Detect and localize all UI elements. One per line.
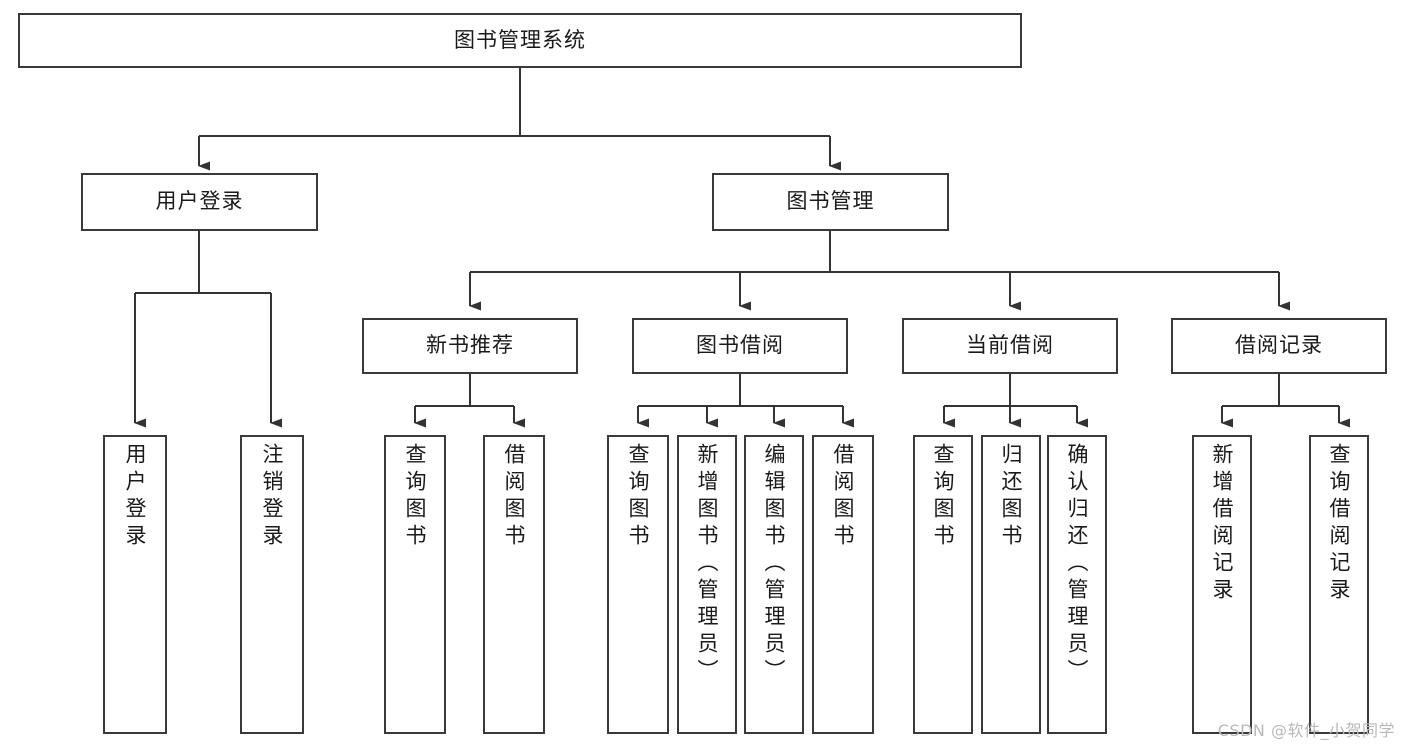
node-label: 归还图书	[999, 443, 1024, 551]
node-label: 用户登录	[123, 443, 148, 551]
node-label: 确认归还（管理员）	[1065, 443, 1090, 686]
node-new-book-recommend[interactable]: 新书推荐	[362, 318, 578, 374]
node-label: 借阅图书	[831, 443, 856, 551]
leaf-query-borrow-record[interactable]: 查询借阅记录	[1309, 435, 1369, 734]
node-book-borrow[interactable]: 图书借阅	[632, 318, 848, 374]
node-user-login[interactable]: 用户登录	[81, 173, 318, 231]
leaf-return-book[interactable]: 归还图书	[981, 435, 1041, 734]
node-label: 注销登录	[260, 443, 285, 551]
node-label: 借阅图书	[502, 443, 527, 551]
node-label: 新增借阅记录	[1210, 443, 1235, 605]
leaf-add-borrow-record[interactable]: 新增借阅记录	[1192, 435, 1252, 734]
node-label: 编辑图书（管理员）	[762, 443, 787, 686]
node-book-management[interactable]: 图书管理	[712, 173, 949, 231]
leaf-add-book-admin[interactable]: 新增图书（管理员）	[677, 435, 737, 734]
leaf-user-login[interactable]: 用户登录	[103, 435, 167, 734]
node-label: 借阅记录	[1235, 333, 1323, 358]
leaf-confirm-return-admin[interactable]: 确认归还（管理员）	[1047, 435, 1107, 734]
node-current-borrow[interactable]: 当前借阅	[902, 318, 1118, 374]
node-borrow-record[interactable]: 借阅记录	[1171, 318, 1387, 374]
node-label: 查询图书	[403, 443, 428, 551]
node-root-book-management-system[interactable]: 图书管理系统	[18, 13, 1022, 68]
csdn-watermark: CSDN @软件_小贺同学	[1217, 721, 1395, 740]
node-label: 图书借阅	[696, 333, 784, 358]
leaf-query-book-borrow[interactable]: 查询图书	[607, 435, 669, 734]
leaf-borrow-book-recommend[interactable]: 借阅图书	[483, 435, 545, 734]
node-label: 查询借阅记录	[1327, 443, 1352, 605]
node-label: 用户登录	[155, 189, 244, 214]
node-label: 当前借阅	[966, 333, 1054, 358]
node-label: 新增图书（管理员）	[695, 443, 720, 686]
leaf-logout-login[interactable]: 注销登录	[240, 435, 304, 734]
leaf-query-book-current[interactable]: 查询图书	[913, 435, 973, 734]
leaf-borrow-book[interactable]: 借阅图书	[812, 435, 874, 734]
node-label: 查询图书	[931, 443, 956, 551]
node-label: 查询图书	[626, 443, 651, 551]
node-label: 新书推荐	[426, 333, 514, 358]
node-label: 图书管理系统	[454, 27, 586, 52]
node-label: 图书管理	[786, 189, 875, 214]
leaf-query-book-recommend[interactable]: 查询图书	[384, 435, 446, 734]
leaf-edit-book-admin[interactable]: 编辑图书（管理员）	[744, 435, 804, 734]
